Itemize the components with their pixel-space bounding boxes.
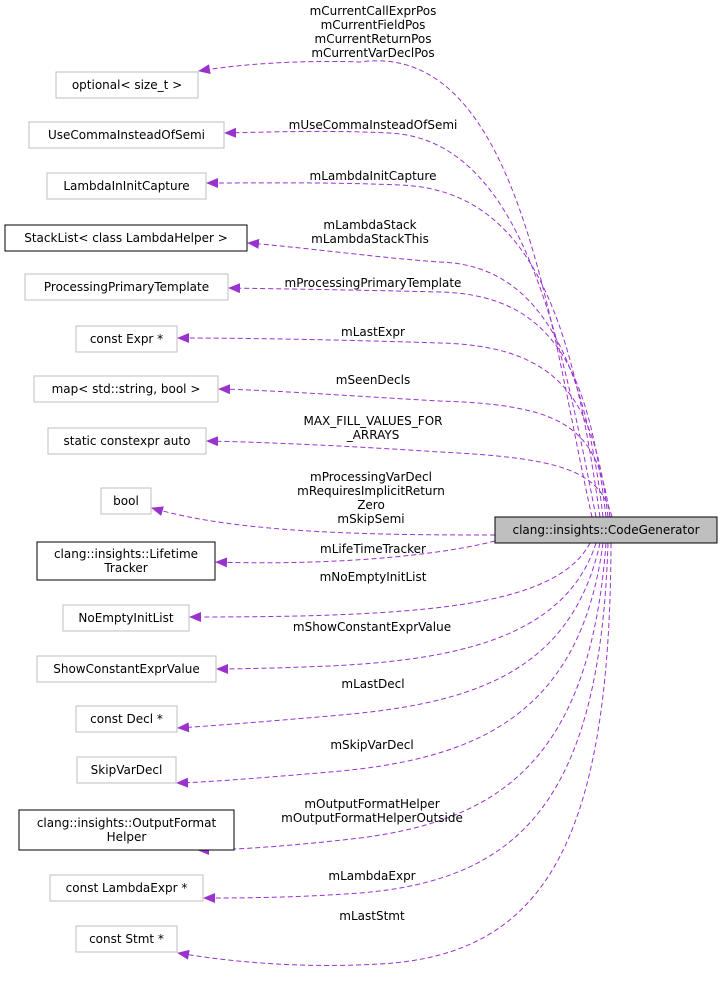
node-staticconstexpr-label: static constexpr auto (64, 434, 191, 448)
node-lambdainit[interactable]: LambdaInInitCapture (46, 172, 207, 200)
node-usecomma[interactable]: UseCommaInsteadOfSemi (28, 121, 225, 149)
node-showconst-label: ShowConstantExprValue (53, 662, 200, 676)
node-lifetime-label: Tracker (103, 561, 147, 575)
edge-label-bool: mProcessingVarDecl (310, 470, 432, 484)
node-lambdaexpr-rect (49, 874, 204, 902)
edge-map (218, 384, 611, 518)
node-lambdainit-rect (46, 172, 207, 200)
edge-lifetime (215, 540, 496, 568)
edge-bool (151, 506, 496, 536)
node-constexpr[interactable]: const Expr * (75, 325, 178, 353)
edge-label-bool: mSkipSemi (337, 512, 404, 526)
edge-showconst (216, 542, 597, 674)
edge-outputformat (197, 542, 607, 855)
edge-label-map: mSeenDecls (336, 373, 410, 387)
edge-usecomma (224, 127, 597, 518)
edge-lambdaexpr (203, 542, 609, 903)
edge-label-lambdaexpr: mLambdaExpr (328, 869, 415, 883)
node-stacklist-label: StackList< class LambdaHelper > (24, 231, 228, 245)
edge-label-lambdainit: mLambdaInitCapture (310, 169, 437, 183)
node-lambdaexpr-label: const LambdaExpr * (66, 881, 188, 895)
edge-label-processing: mProcessingPrimaryTemplate (285, 276, 462, 290)
edge-skipvardecl (176, 542, 604, 788)
edge-stacklist (247, 238, 604, 518)
node-map[interactable]: map< std::string, bool > (33, 375, 219, 403)
node-skipvardecl-rect (76, 756, 177, 784)
node-optional[interactable]: optional< size_t > (55, 71, 199, 99)
node-usecomma-rect (28, 121, 225, 149)
node-staticconstexpr[interactable]: static constexpr auto (47, 427, 207, 455)
node-constdecl[interactable]: const Decl * (75, 705, 178, 733)
node-constdecl-label: const Decl * (90, 712, 163, 726)
edge-label-stacklist: mLambdaStackThis (311, 232, 429, 246)
node-outputformat-label: Helper (107, 830, 147, 844)
edge-label-lifetime: mLifeTimeTracker (320, 542, 426, 556)
node-constexpr-rect (75, 325, 178, 353)
node-skipvardecl[interactable]: SkipVarDecl (76, 756, 177, 784)
node-map-label: map< std::string, bool > (52, 382, 201, 396)
edge-label-bool: mRequiresImplicitReturn (297, 484, 445, 498)
edge-constexpr (177, 333, 609, 518)
node-constexpr-label: const Expr * (90, 332, 163, 346)
edge-label-staticconstexpr: _ARRAYS (346, 428, 400, 442)
node-codegenerator-rect (494, 516, 718, 544)
node-noemptyinit-rect (62, 604, 190, 632)
node-codegenerator-label: clang::insights::CodeGenerator (512, 523, 699, 537)
edge-label-conststmt: mLastStmt (339, 909, 405, 923)
node-outputformat-label: clang::insights::OutputFormat (37, 816, 217, 830)
node-lambdaexpr[interactable]: const LambdaExpr * (49, 874, 204, 902)
edge-label-optional: mCurrentFieldPos (321, 18, 426, 32)
edge-conststmt (177, 542, 612, 966)
node-map-rect (33, 375, 219, 403)
node-noemptyinit-label: NoEmptyInitList (78, 611, 173, 625)
node-constdecl-rect (75, 705, 178, 733)
node-stacklist-rect (4, 224, 248, 252)
node-skipvardecl-label: SkipVarDecl (91, 763, 163, 777)
node-processing[interactable]: ProcessingPrimaryTemplate (24, 273, 229, 301)
node-conststmt-label: const Stmt * (89, 932, 164, 946)
node-bool-rect (100, 487, 152, 515)
node-showconst-rect (36, 655, 217, 683)
node-processing-rect (24, 273, 229, 301)
edge-label-bool: Zero (357, 498, 385, 512)
edge-label-usecomma: mUseCommaInsteadOfSemi (289, 118, 458, 132)
node-lambdainit-label: LambdaInInitCapture (63, 179, 189, 193)
node-processing-label: ProcessingPrimaryTemplate (44, 280, 209, 294)
edge-staticconstexpr (206, 436, 613, 518)
node-outputformat[interactable]: clang::insights::OutputFormatHelper (18, 809, 235, 851)
edge-label-constexpr: mLastExpr (341, 325, 405, 339)
edge-label-optional: mCurrentCallExprPos (310, 4, 437, 18)
node-staticconstexpr-rect (47, 427, 207, 455)
edge-label-constdecl: mLastDecl (341, 677, 404, 691)
node-noemptyinit[interactable]: NoEmptyInitList (62, 604, 190, 632)
node-conststmt-rect (75, 925, 178, 953)
node-codegenerator[interactable]: clang::insights::CodeGenerator (494, 516, 718, 544)
edge-label-outputformat: mOutputFormatHelper (304, 797, 439, 811)
node-lifetime-rect (36, 541, 216, 581)
edge-label-outputformat: mOutputFormatHelperOutside (281, 811, 463, 825)
node-showconst[interactable]: ShowConstantExprValue (36, 655, 217, 683)
node-conststmt[interactable]: const Stmt * (75, 925, 178, 953)
edge-noemptyinit (189, 542, 591, 622)
edge-optional (198, 60, 593, 518)
node-bool-label: bool (113, 494, 139, 508)
node-lifetime-label: clang::insights::Lifetime (54, 547, 198, 561)
edge-label-showconst: mShowConstantExprValue (293, 620, 451, 634)
edge-label-optional: mCurrentVarDeclPos (311, 46, 434, 60)
edge-label-stacklist: mLambdaStack (323, 218, 416, 232)
node-stacklist[interactable]: StackList< class LambdaHelper > (4, 224, 248, 252)
node-outputformat-rect (18, 809, 235, 851)
node-usecomma-label: UseCommaInsteadOfSemi (48, 128, 205, 142)
edge-label-optional: mCurrentReturnPos (315, 32, 432, 46)
node-optional-label: optional< size_t > (72, 78, 182, 92)
edge-label-skipvardecl: mSkipVarDecl (330, 738, 413, 752)
node-bool[interactable]: bool (100, 487, 152, 515)
edge-label-noemptyinit: mNoEmptyInitList (320, 570, 427, 584)
node-optional-rect (55, 71, 199, 99)
edge-label-staticconstexpr: MAX_FILL_VALUES_FOR (303, 414, 442, 428)
